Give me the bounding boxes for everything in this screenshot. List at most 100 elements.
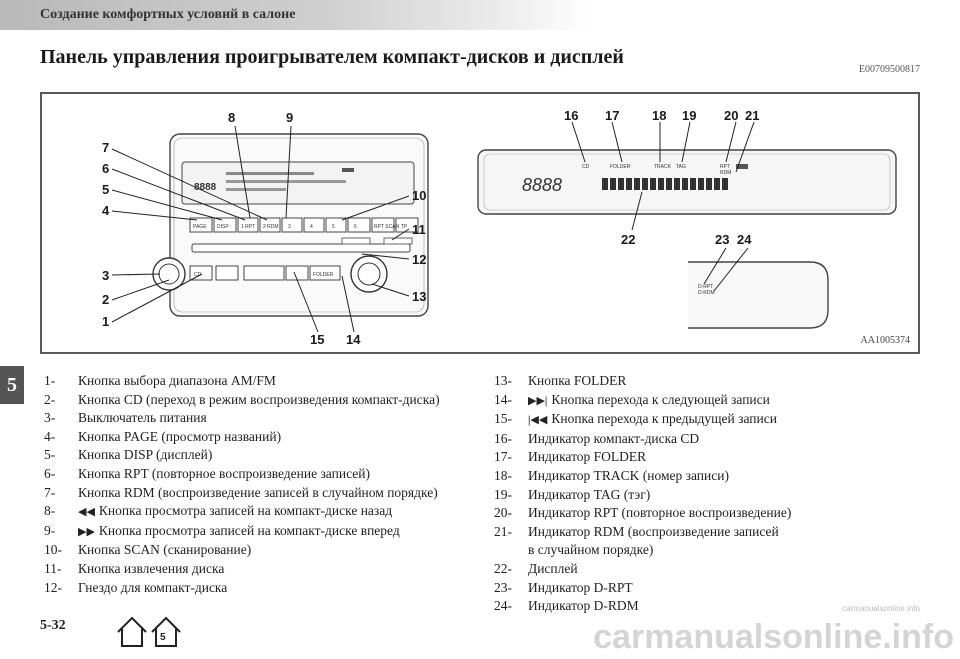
legend-item: 7- Кнопка RDM (воспроизведение записей в … bbox=[44, 484, 484, 503]
legend-item-label: Индикатор D-RPT bbox=[528, 579, 633, 595]
legend-item-label: Кнопка DISP (дисплей) bbox=[78, 447, 213, 463]
legend-item-text: Индикатор D-RPT bbox=[528, 579, 924, 598]
cd-slot bbox=[191, 243, 411, 253]
home-icon[interactable] bbox=[117, 616, 147, 647]
legend-item-label: Дисплей bbox=[528, 560, 578, 576]
legend-item-text: Гнездо для компакт-диска bbox=[78, 579, 484, 598]
rpt-button-label: 1 RPT bbox=[241, 224, 255, 230]
legend-item-number: 19- bbox=[494, 486, 512, 502]
legend-item: 16- Индикатор компакт-диска CD bbox=[494, 430, 924, 449]
nav-icons: 5 bbox=[114, 612, 194, 657]
legend-item: 10-Кнопка SCAN (сканирование) bbox=[44, 541, 484, 560]
legend-item: 17-Индикатор FOLDER bbox=[494, 448, 924, 467]
legend-item-text: ▶▶Кнопка просмотра записей на компакт-ди… bbox=[78, 522, 484, 542]
tag-indicator: TAG bbox=[676, 164, 686, 170]
legend-item-number: 13- bbox=[494, 373, 512, 388]
legend-item-label: Гнездо для компакт-диска bbox=[78, 579, 228, 595]
legend-item: 23- Индикатор D-RPT bbox=[494, 579, 924, 598]
legend-item-text: Индикатор TRACK (номер записи) bbox=[528, 467, 924, 486]
page-number: 5-32 bbox=[40, 618, 66, 633]
legend-item-label: Индикатор TRACK (номер записи) bbox=[528, 467, 729, 483]
legend-item-text: Кнопка CD (переход в режим воспроизведен… bbox=[78, 391, 484, 410]
callout-21: 21 bbox=[745, 108, 759, 123]
callout-24: 24 bbox=[737, 232, 752, 247]
legend-item-text: Кнопка выбора диапазона AM/FM bbox=[78, 372, 484, 391]
legend-item-label: Кнопка просмотра записей на компакт-диск… bbox=[98, 522, 400, 538]
figure-code: AA1005374 bbox=[860, 335, 910, 346]
legend-item: 4- Кнопка PAGE (просмотр названий) bbox=[44, 428, 484, 447]
d-rdm-indicator: D-RDM bbox=[698, 290, 715, 296]
legend-item-label: Кнопка перехода к следующей записи bbox=[551, 391, 770, 407]
legend-item-number: 24- bbox=[494, 598, 512, 614]
track-arrow-icon: ▶▶| bbox=[528, 394, 548, 407]
legend-item-text: ▶▶|Кнопка перехода к следующей записи bbox=[528, 391, 924, 411]
legend-item-number: 4- bbox=[44, 428, 56, 444]
legend-item: 11- Кнопка извлечения диска bbox=[44, 560, 484, 579]
watermark: carmanualsonline.info bbox=[593, 618, 954, 656]
legend-item-number: 14- bbox=[494, 391, 512, 407]
legend-item-label: Индикатор компакт-диска CD bbox=[528, 430, 700, 446]
legend-item-number: 7- bbox=[44, 484, 56, 500]
legend-item-label: Кнопка SCAN (сканирование) bbox=[78, 542, 252, 558]
button-5-label: 5 bbox=[332, 224, 335, 230]
legend-item-text: Индикатор компакт-диска CD bbox=[528, 430, 924, 449]
chapter-home-icon[interactable]: 5 bbox=[151, 616, 181, 647]
legend-item-label: Кнопка PAGE (просмотр названий) bbox=[78, 428, 282, 444]
rpt-indicator: RPT bbox=[720, 164, 730, 170]
legend-item-text: Кнопка RDM (воспроизведение записей в сл… bbox=[78, 484, 484, 503]
legend-item-text: Индикатор RPT (повторное воспроизведение… bbox=[528, 504, 924, 523]
callout-6: 6 bbox=[102, 161, 109, 176]
radio-panel-illustration: 8888 PAGE DISP 1 RPT 2 RDM 3 bbox=[102, 108, 897, 347]
legend-item-number: 16- bbox=[494, 430, 512, 446]
legend-item-text: Кнопка FOLDER bbox=[528, 372, 924, 391]
legend-item-text: Кнопка RPT (повторное воспроизведение за… bbox=[78, 465, 484, 484]
tp-button-label: TP bbox=[401, 224, 408, 230]
folder-button-label: FOLDER bbox=[313, 272, 334, 278]
head-unit-digits: 8888 bbox=[194, 182, 217, 193]
legend-item-text: Индикатор D-RDM bbox=[528, 597, 924, 616]
radio-panel-figure: 8888 PAGE DISP 1 RPT 2 RDM 3 bbox=[40, 92, 920, 354]
legend-item-label: Индикатор D-RDM bbox=[528, 598, 639, 614]
track-arrow-icon: |◀◀ bbox=[528, 414, 548, 427]
display-detail: D-RPT D-RDM bbox=[688, 247, 829, 329]
legend-item-number: 5- bbox=[44, 447, 56, 463]
legend-item: 3-Выключатель питания bbox=[44, 409, 484, 428]
track-arrow-icon: ▶▶ bbox=[78, 525, 95, 538]
callout-19: 19 bbox=[682, 108, 696, 123]
legend-item-number: 21- bbox=[494, 523, 512, 539]
legend-item: в случайном порядке) bbox=[494, 541, 924, 560]
cd-button-label: CD bbox=[194, 272, 202, 278]
legend-item-number: 11- bbox=[44, 560, 62, 576]
legend-item-text: Индикатор RDM (воспроизведение записей bbox=[528, 523, 924, 542]
legend-item: 13- Кнопка FOLDER bbox=[494, 372, 924, 391]
mini-watermark: carmanualsonline.info bbox=[842, 604, 920, 613]
callout-1: 1 bbox=[102, 314, 109, 329]
legend-item-text: |◀◀Кнопка перехода к предыдущей записи bbox=[528, 410, 924, 430]
callout-22: 22 bbox=[621, 232, 635, 247]
legend-item-number: 20- bbox=[494, 505, 512, 521]
legend-item: 22-Дисплей bbox=[494, 560, 924, 579]
legend-item-label: Кнопка просмотра записей на компакт-диск… bbox=[98, 503, 393, 519]
page-title: Панель управления проигрывателем компакт… bbox=[40, 46, 624, 68]
button-3-label: 3 bbox=[288, 224, 291, 230]
legend-item-label: Индикатор FOLDER bbox=[528, 449, 647, 465]
reference-code: E00709500817 bbox=[858, 64, 920, 75]
cd-indicator: CD bbox=[582, 164, 590, 170]
legend-item: 18-Индикатор TRACK (номер записи) bbox=[494, 467, 924, 486]
legend-item: 12- Гнездо для компакт-диска bbox=[44, 579, 484, 598]
legend-item-label: Кнопка RDM (воспроизведение записей в сл… bbox=[78, 484, 438, 500]
legend-item-text: Дисплей bbox=[528, 560, 924, 579]
legend-item-text: ◀◀Кнопка просмотра записей на компакт-ди… bbox=[78, 502, 484, 522]
scan-button-label: RPT SCAN bbox=[374, 224, 400, 230]
legend-item-number bbox=[494, 541, 528, 560]
legend-item-label: Выключатель питания bbox=[78, 410, 207, 426]
legend-item-number: 23- bbox=[494, 579, 512, 595]
legend-item-number: 9- bbox=[44, 522, 56, 538]
legend-item: 19-Индикатор TAG (тэг) bbox=[494, 486, 924, 505]
callout-7: 7 bbox=[102, 140, 109, 155]
track-arrow-icon: ◀◀ bbox=[78, 506, 95, 519]
legend-item-number: 12- bbox=[44, 579, 62, 595]
legend-item-text: Выключатель питания bbox=[78, 409, 484, 428]
legend-item-text: Кнопка извлечения диска bbox=[78, 560, 484, 579]
display-digits: 8888 bbox=[522, 175, 562, 195]
